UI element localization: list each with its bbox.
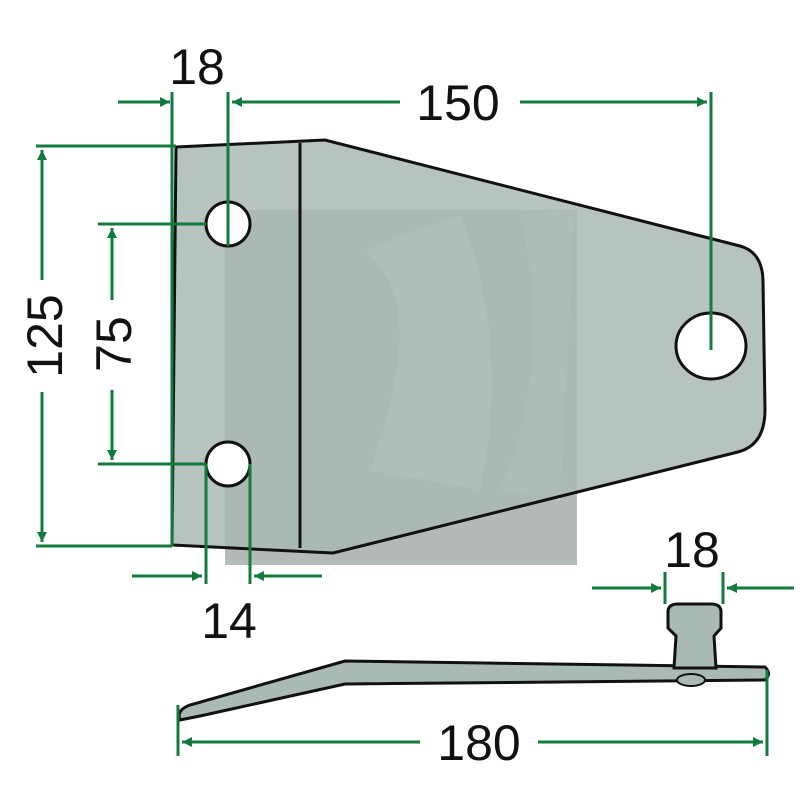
bolt-nut: [676, 673, 706, 687]
dim-hole-spacing-label: 75: [86, 316, 142, 372]
dimension-lines: [36, 92, 794, 756]
blade-side-view: [177, 602, 770, 722]
bottom-hole: [204, 440, 252, 488]
dim-top-hole-offset-label: 18: [169, 39, 225, 95]
blade-plate: [170, 138, 767, 555]
dim-hole-diameter-label: 14: [201, 593, 257, 649]
blade-top-view: [170, 138, 767, 555]
dim-bolt-head-width-label: 18: [664, 522, 720, 578]
dim-total-length-label: 180: [437, 715, 520, 771]
bolt-head: [666, 602, 723, 670]
blade-profile: [177, 659, 770, 722]
dim-total-height-label: 125: [17, 294, 73, 377]
dim-hole-to-mount-label: 150: [416, 75, 499, 131]
